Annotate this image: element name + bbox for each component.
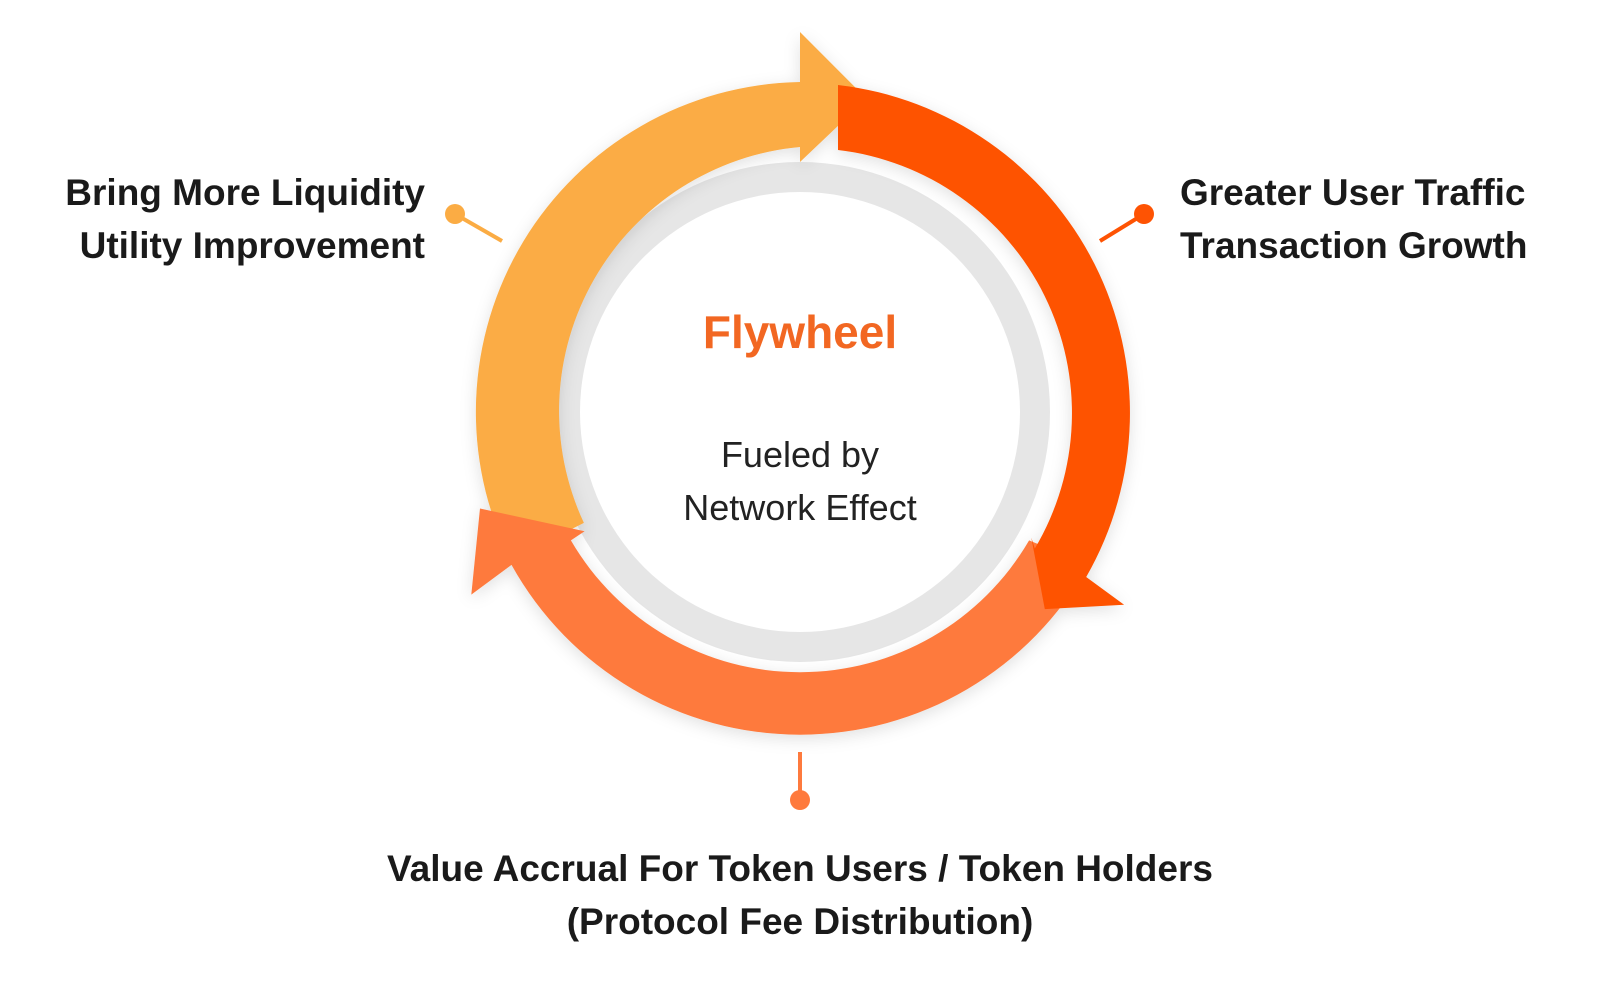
center-subtitle-line1: Fueled by: [720, 434, 880, 475]
connector-right: [1098, 204, 1154, 243]
connector-bottom: [790, 752, 810, 810]
label-bring-more-liquidity: Bring More Liquidity Utility Improvement: [65, 166, 425, 272]
center-subtitle: Fueled by Network Effect: [600, 428, 1000, 534]
connector-left: [445, 204, 503, 243]
arrow-left-segment: [475, 32, 867, 560]
label-left-line1: Bring More Liquidity: [65, 172, 425, 213]
label-left-line2: Utility Improvement: [79, 225, 425, 266]
arrow-right-segment: [838, 85, 1130, 610]
label-greater-user-traffic: Greater User Traffic Transaction Growth: [1180, 166, 1527, 272]
label-value-accrual: Value Accrual For Token Users / Token Ho…: [0, 842, 1600, 948]
label-right-line2: Transaction Growth: [1180, 225, 1528, 266]
arrow-bottom-segment: [471, 508, 1089, 735]
label-bottom-line1: Value Accrual For Token Users / Token Ho…: [387, 848, 1213, 889]
center-subtitle-line2: Network Effect: [683, 487, 917, 528]
label-bottom-line2: (Protocol Fee Distribution): [566, 901, 1034, 942]
center-disc: [580, 192, 1020, 632]
center-title: Flywheel: [702, 306, 898, 358]
label-right-line1: Greater User Traffic: [1180, 172, 1526, 213]
